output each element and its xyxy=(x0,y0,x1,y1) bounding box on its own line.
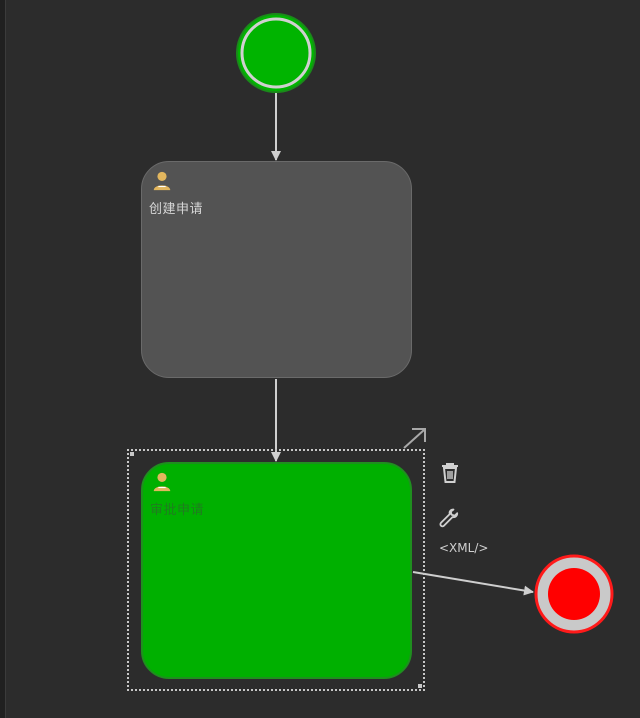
task-approve-application[interactable]: 审批申请 xyxy=(141,462,412,679)
xml-link[interactable]: <XML/> xyxy=(439,541,489,555)
task-label: 审批申请 xyxy=(150,503,205,518)
end-event[interactable] xyxy=(534,554,614,634)
wrench-icon[interactable] xyxy=(438,507,460,529)
end-event-core xyxy=(548,568,600,620)
trash-icon[interactable] xyxy=(440,462,460,484)
task-create-application[interactable]: 创建申请 xyxy=(141,161,412,378)
user-icon xyxy=(153,472,171,492)
resize-arrow-icon[interactable] xyxy=(403,428,426,449)
canvas-left-border xyxy=(0,0,6,718)
selection-outline xyxy=(127,449,425,691)
user-icon xyxy=(153,171,171,191)
resize-handle-top-left[interactable] xyxy=(130,452,134,456)
resize-handle-bottom-right[interactable] xyxy=(418,684,422,688)
start-event-inner xyxy=(240,17,312,89)
start-event[interactable] xyxy=(236,13,316,93)
sequence-flow-approve-to-end[interactable] xyxy=(412,571,534,596)
task-label: 创建申请 xyxy=(149,202,204,217)
